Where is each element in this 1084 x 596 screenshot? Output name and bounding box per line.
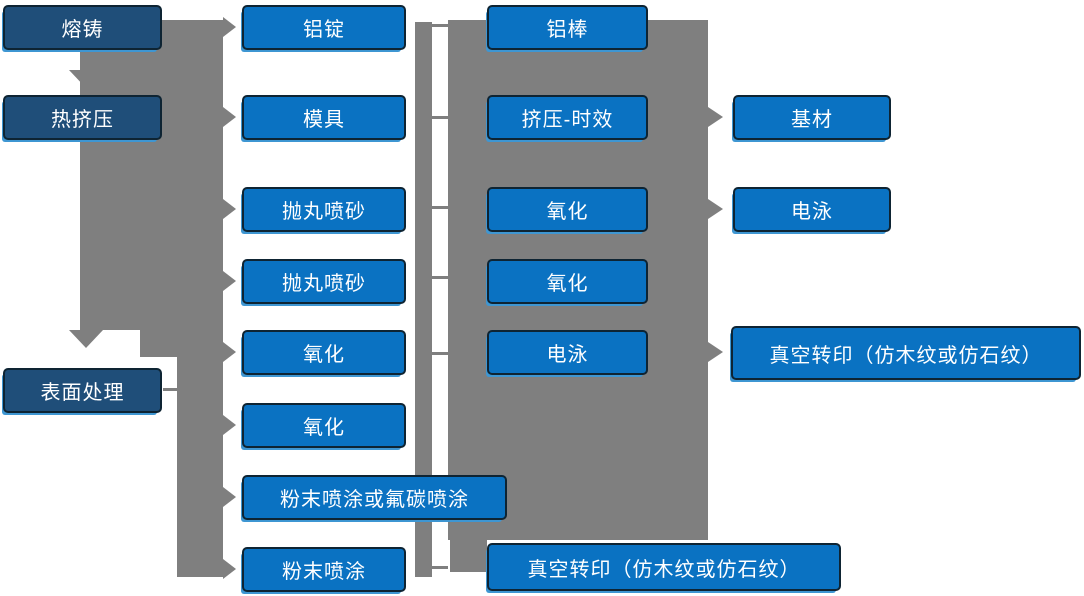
node-oxidation-1: 氧化	[242, 330, 406, 375]
node-label: 铝锭	[303, 19, 345, 41]
arrow-to-powder-or-fluorocarbon	[223, 487, 236, 507]
arrow-to-oxidation-1	[223, 342, 236, 362]
connector-left-band-step	[140, 330, 177, 357]
arrow-down-to-hot-extrusion	[69, 70, 103, 88]
arrow-to-mold	[223, 107, 236, 127]
node-vacuum-transfer-right: 真空转印（仿木纹或仿石纹）	[731, 326, 1081, 380]
node-label: 氧化	[303, 417, 345, 439]
node-aluminum-bar: 铝棒	[487, 5, 648, 50]
node-mold: 模具	[242, 95, 406, 140]
node-label: 熔铸	[61, 19, 104, 41]
arrow-to-base-material	[708, 107, 723, 127]
bridge-row1	[432, 24, 448, 27]
node-label: 抛丸喷砂	[282, 273, 366, 295]
node-label: 抛丸喷砂	[282, 201, 366, 223]
node-melting-casting: 熔铸	[3, 5, 162, 50]
node-label: 真空转印（仿木纹或仿石纹）	[769, 344, 1043, 367]
node-surface-treatment: 表面处理	[3, 368, 162, 413]
node-oxidation-4: 氧化	[487, 259, 648, 304]
connector-left-band	[80, 20, 223, 330]
connector-mid-band	[415, 22, 432, 577]
arrow-to-vacuum-transfer-right	[708, 342, 723, 362]
node-label: 表面处理	[40, 382, 125, 404]
node-label: 氧化	[546, 273, 589, 295]
connector-left-lower-band	[177, 330, 223, 577]
connector-surface-treatment-line	[163, 388, 179, 391]
node-base-material: 基材	[733, 95, 891, 140]
node-shot-blasting-1: 抛丸喷砂	[242, 187, 406, 232]
bridge-bottom	[432, 566, 448, 569]
node-electrophoresis-1: 电泳	[487, 330, 648, 375]
node-oxidation-2: 氧化	[242, 403, 406, 448]
node-electrophoresis-2: 电泳	[733, 187, 891, 232]
node-powder-or-fluorocarbon-coating: 粉末喷涂或氟碳喷涂	[242, 475, 507, 520]
node-label: 挤压-时效	[521, 109, 614, 131]
arrow-to-oxidation-2	[223, 415, 236, 435]
connector-main-block-tab	[450, 540, 487, 572]
arrow-down-to-surface-treatment	[69, 330, 103, 348]
arrow-to-shot-blasting-1	[223, 199, 236, 219]
bridge-row4	[432, 276, 448, 279]
node-vacuum-transfer-bottom: 真空转印（仿木纹或仿石纹）	[487, 543, 841, 591]
bridge-row3	[432, 206, 448, 209]
arrow-to-aluminum-ingot	[223, 17, 236, 37]
node-oxidation-3: 氧化	[487, 187, 648, 232]
bridge-row5	[432, 352, 448, 355]
node-label: 氧化	[546, 201, 589, 223]
node-label: 模具	[303, 109, 345, 131]
bridge-row2	[432, 116, 448, 119]
node-extrusion-aging: 挤压-时效	[487, 95, 648, 140]
node-label: 氧化	[303, 344, 345, 366]
node-label: 电泳	[546, 344, 589, 366]
node-aluminum-ingot: 铝锭	[242, 5, 406, 50]
arrow-to-electrophoresis-out	[708, 199, 723, 219]
arrow-to-powder-coating	[223, 559, 236, 579]
node-label: 电泳	[791, 201, 833, 223]
arrow-to-shot-blasting-2	[223, 271, 236, 291]
node-shot-blasting-2: 抛丸喷砂	[242, 259, 406, 304]
node-label: 铝棒	[546, 19, 589, 41]
node-label: 粉末喷涂或氟碳喷涂	[280, 489, 469, 511]
node-label: 真空转印（仿木纹或仿石纹）	[527, 558, 801, 581]
node-hot-extrusion: 热挤压	[3, 95, 162, 140]
node-label: 热挤压	[51, 109, 114, 131]
node-powder-coating: 粉末喷涂	[242, 547, 406, 592]
node-label: 基材	[791, 109, 833, 131]
node-label: 粉末喷涂	[282, 561, 366, 583]
